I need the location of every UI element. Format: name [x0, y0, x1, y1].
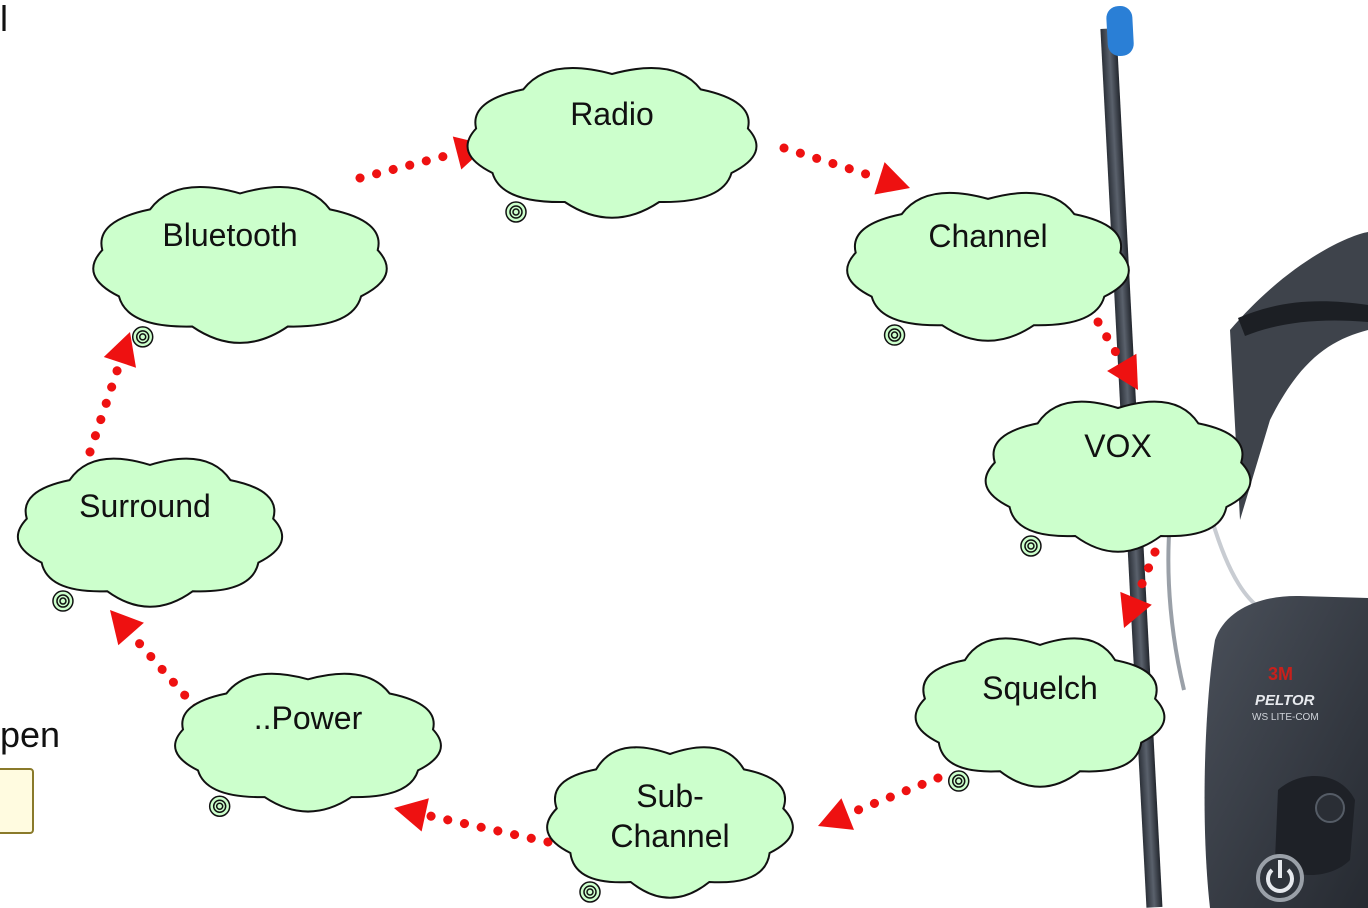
- edge-channel-to-vox: [1093, 317, 1138, 390]
- brand-logo: 3M: [1268, 664, 1293, 684]
- arrowhead: [110, 610, 144, 646]
- arrowhead: [818, 798, 854, 830]
- edge-squelch-to-subchannel: [818, 773, 943, 830]
- node-squelch: [914, 637, 1166, 792]
- edge-surround-to-bluetooth: [85, 332, 136, 457]
- node-label-power: ..Power: [253, 700, 363, 736]
- node-label-subchannel: Sub- Channel: [610, 778, 730, 854]
- node-label-channel: Channel: [928, 218, 1048, 254]
- cloud-shape-radio: [466, 67, 758, 219]
- node-subchannel: [546, 746, 794, 903]
- cloud-shape-power: [174, 672, 442, 813]
- model-logo: PELTOR: [1255, 692, 1315, 709]
- node-label-squelch: Squelch: [982, 670, 1098, 706]
- node-label-surround: Surround: [79, 488, 211, 524]
- cloud-shape-channel: [846, 192, 1130, 342]
- cloud-shape-subchannel: [546, 746, 794, 899]
- edge-radio-to-channel: [779, 143, 910, 195]
- edge-subchannel-to-power: [394, 798, 553, 847]
- edge-power-to-surround: [110, 610, 201, 713]
- model-line-logo: WS LITE-COM: [1252, 712, 1319, 723]
- node-bluetooth: [92, 186, 388, 348]
- node-radio: [466, 67, 758, 223]
- partial-side-text: pen: [0, 714, 61, 755]
- node-vox: [984, 400, 1252, 557]
- node-power: [174, 672, 442, 817]
- node-label-vox: VOX: [1084, 428, 1152, 464]
- arrowhead: [394, 798, 429, 832]
- node-channel: [846, 192, 1130, 346]
- arrowhead: [103, 332, 136, 368]
- partial-heading-text: l: [0, 0, 8, 39]
- cloud-shape-vox: [984, 400, 1252, 553]
- arrowhead: [874, 162, 910, 195]
- node-surround: [17, 457, 283, 612]
- node-label-bluetooth: Bluetooth: [162, 217, 298, 253]
- cloud-shape-bluetooth: [92, 186, 388, 344]
- node-label-radio: Radio: [570, 96, 654, 132]
- partial-callout-box: [0, 768, 34, 834]
- arrowhead: [1107, 353, 1138, 390]
- cloud-shape-squelch: [914, 637, 1166, 788]
- cloud-shape-surround: [17, 457, 283, 608]
- edge-vox-to-squelch: [1120, 547, 1160, 628]
- arrowhead: [1120, 591, 1152, 628]
